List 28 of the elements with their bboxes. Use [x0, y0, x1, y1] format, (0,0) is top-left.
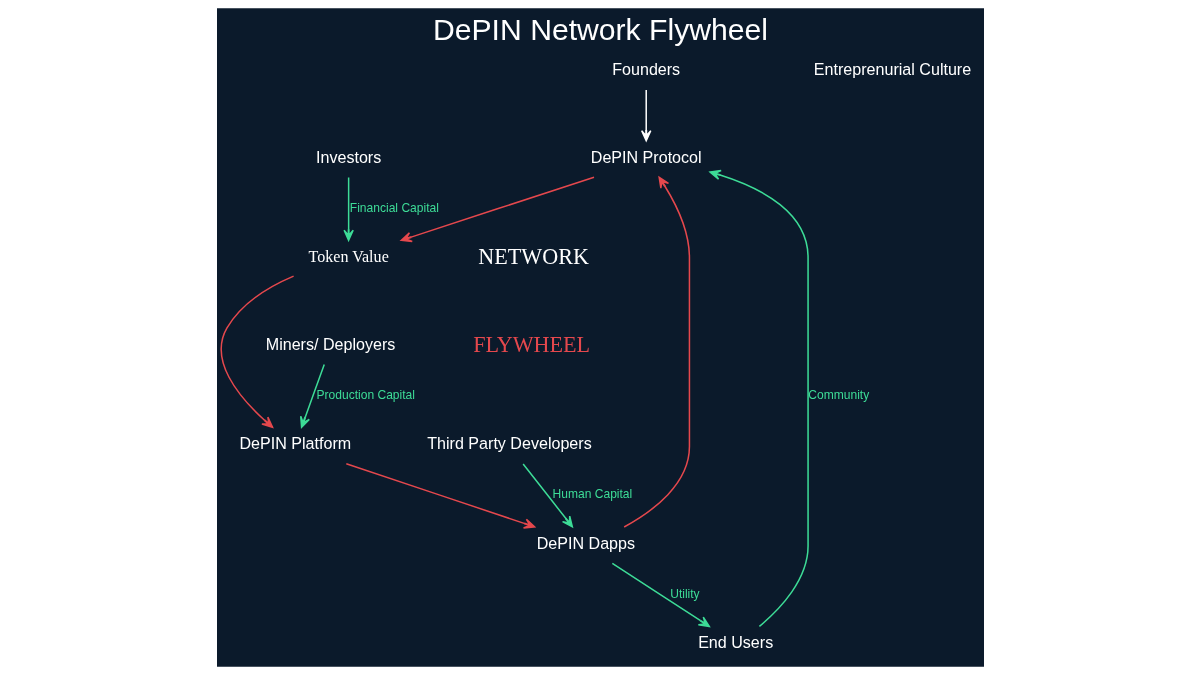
node-text: DePIN Protocol: [590, 147, 702, 166]
label: Entreprenurial Culture: [813, 60, 971, 79]
arrow: [521, 463, 573, 528]
node-text: Founders: [611, 60, 680, 79]
edge-label: Production Capital: [316, 387, 415, 402]
node-text: End Users: [697, 633, 773, 652]
arrow: [345, 462, 535, 529]
edge-label: Human Capital: [552, 487, 632, 502]
arrow: [708, 169, 809, 628]
node-text: DePIN Platform: [239, 434, 351, 453]
arrow: [400, 176, 595, 243]
label: NETWORK: [477, 244, 589, 270]
node-text: Third Party Developers: [426, 434, 592, 453]
arrow: [622, 176, 690, 528]
edge-label: Financial Capital: [349, 200, 439, 215]
edge-label: Utility: [669, 586, 700, 601]
edge-label: Community: [807, 387, 869, 402]
node-text: Investors: [315, 147, 381, 166]
arrow: [640, 89, 651, 142]
arrow: [342, 176, 354, 242]
label: FLYWHEEL: [472, 331, 590, 357]
arrow: [220, 275, 294, 428]
arrow: [299, 363, 325, 429]
arrow: [611, 562, 710, 628]
diagram-title: DePIN Network Flywheel: [432, 13, 768, 47]
node-text: Miners/ Deployers: [265, 334, 395, 353]
node-text: Token Value: [307, 248, 389, 266]
node-text: DePIN Dapps: [536, 533, 635, 552]
